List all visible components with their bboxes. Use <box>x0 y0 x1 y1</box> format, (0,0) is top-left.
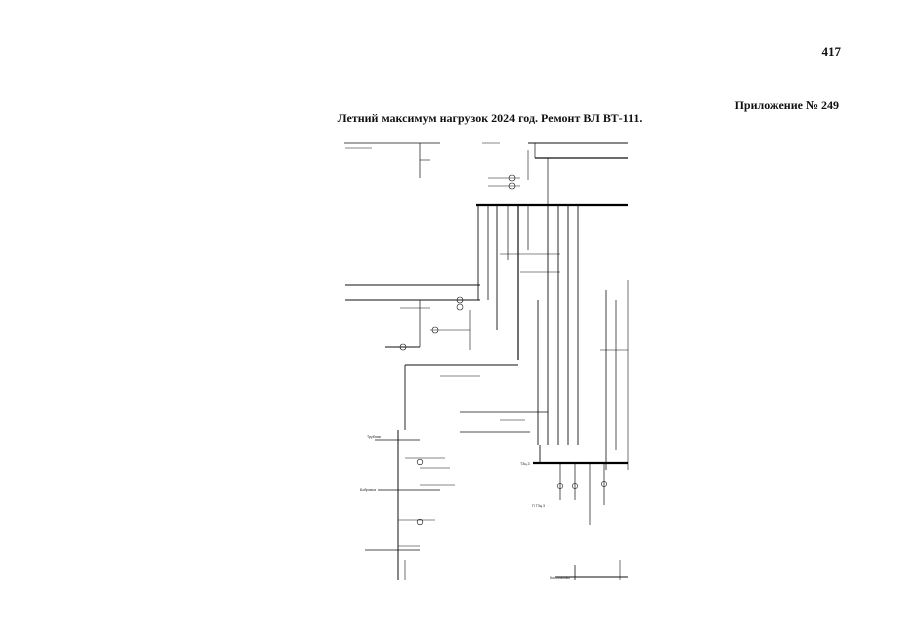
label-tzts3: ТЗц-3 <box>520 462 530 466</box>
upper-transformer-group <box>488 142 628 205</box>
right-panel <box>600 280 629 470</box>
label-pts3: П ТЗц 3 <box>532 504 545 508</box>
page-number: 417 <box>821 44 842 59</box>
left-distribution <box>345 284 480 351</box>
top-left-fragment <box>344 142 500 178</box>
diagram-title: Летний максимум нагрузок 2024 год. Ремон… <box>337 111 643 125</box>
bottom-right-chain <box>555 560 628 580</box>
label-kosolapovo: Косолапово <box>550 576 570 580</box>
lower-left-chain <box>365 430 455 580</box>
main-feeders <box>477 205 579 445</box>
label-trubnaya: Трубная <box>367 435 381 439</box>
lower-feeders <box>539 445 607 525</box>
appendix-label: Приложение № 249 <box>734 98 839 112</box>
mid-connections <box>404 253 560 433</box>
label-bobrovka: Бобровка <box>360 488 376 492</box>
